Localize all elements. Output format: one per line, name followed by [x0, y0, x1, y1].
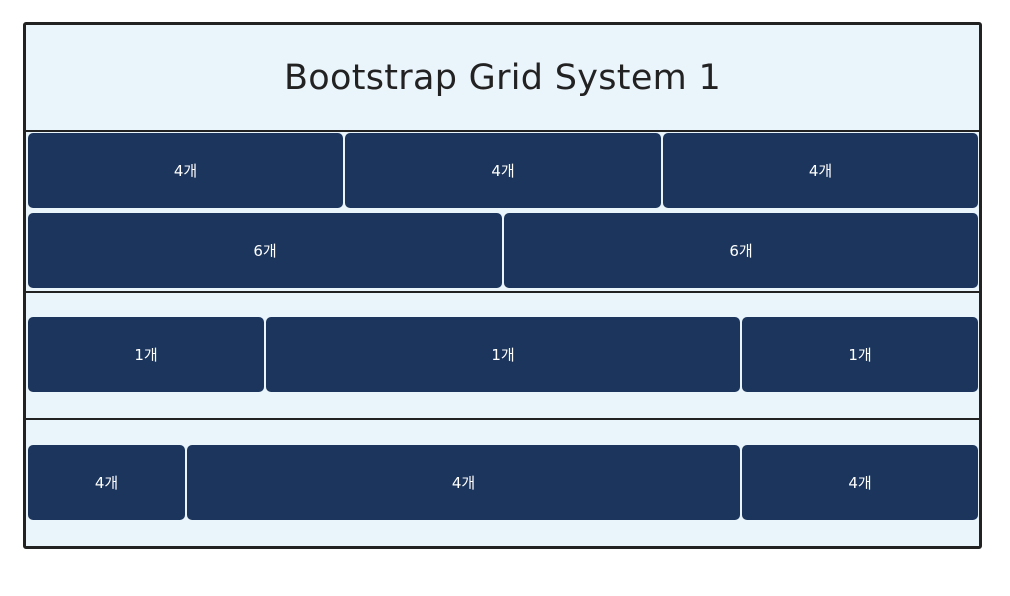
header: Bootstrap Grid System 1	[26, 25, 979, 131]
divider	[26, 130, 979, 132]
grid-cell-label: 1개	[134, 346, 158, 364]
grid-cell-label: 1개	[848, 346, 872, 364]
grid-cell-label: 4개	[848, 474, 872, 492]
grid-cell: 6개	[28, 213, 502, 288]
grid-cell: 4개	[345, 133, 661, 208]
grid-container: Bootstrap Grid System 1 4개 4개 4개 6개 6개 1…	[23, 22, 982, 549]
grid-cell-label: 4개	[173, 162, 198, 180]
grid-cell: 4개	[187, 445, 740, 520]
divider	[26, 418, 979, 420]
grid-cell-label: 4개	[94, 474, 119, 492]
page-title: Bootstrap Grid System 1	[283, 58, 722, 98]
grid-cell: 1개	[742, 317, 978, 392]
grid-cell-label: 6개	[729, 242, 753, 260]
grid-cell: 4개	[28, 133, 343, 208]
grid-cell-label: 6개	[253, 242, 277, 260]
grid-cell: 4개	[742, 445, 978, 520]
grid-cell: 4개	[28, 445, 185, 520]
grid-cell: 1개	[266, 317, 740, 392]
grid-cell-label: 4개	[451, 474, 476, 492]
grid-cell-label: 1개	[491, 346, 515, 364]
grid-cell-label: 4개	[491, 162, 515, 180]
grid-cell-label: 4개	[808, 162, 833, 180]
grid-cell: 1개	[28, 317, 264, 392]
grid-cell: 4개	[663, 133, 978, 208]
grid-cell: 6개	[504, 213, 978, 288]
divider	[26, 291, 979, 293]
